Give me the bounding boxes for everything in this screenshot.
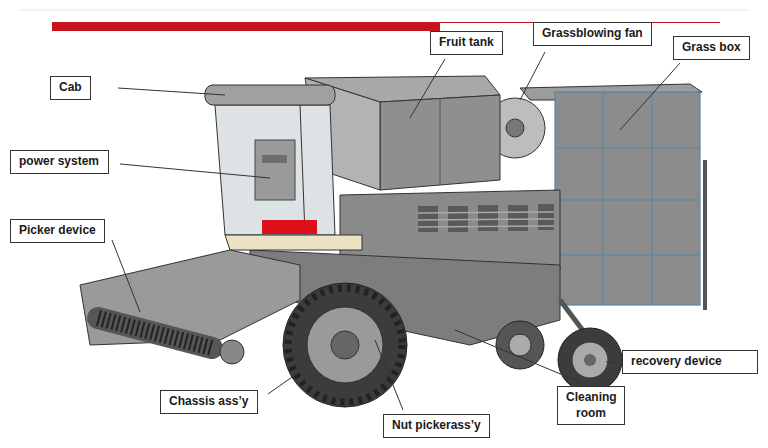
- part-label: Nut pickerass’y: [392, 418, 481, 434]
- rear-hub: [584, 354, 596, 366]
- slide-frame: [20, 10, 748, 11]
- leader-line: [606, 362, 618, 363]
- part-label: power system: [19, 154, 100, 170]
- part-label: Fruit tank: [439, 35, 494, 51]
- callout-box: Cab: [50, 76, 91, 100]
- cab-glass: [215, 105, 335, 235]
- leader-line: [268, 375, 295, 394]
- fruit-tank-front: [380, 95, 500, 190]
- vents: [418, 204, 554, 232]
- callout-box: Nut pickerass’y: [383, 414, 490, 438]
- cab-pillar: [300, 105, 305, 235]
- callout-box: Cleaning room: [557, 386, 625, 425]
- leader-line: [620, 63, 680, 130]
- picker-roller: [98, 318, 212, 348]
- part-label: Grass box: [682, 40, 741, 56]
- grass-box-face: [555, 92, 700, 305]
- callout-box: Chassis ass’y: [160, 390, 258, 414]
- drive-wheel: [220, 340, 244, 364]
- leader-lines: [112, 52, 680, 410]
- front-hub: [331, 331, 359, 359]
- mid-hub: [509, 334, 531, 356]
- grass-box-grid: [555, 92, 700, 305]
- callout-box: Grassblowing fan: [533, 22, 652, 46]
- front-tyre: [283, 283, 407, 407]
- leader-line: [455, 330, 582, 383]
- part-label: recovery device: [631, 354, 749, 370]
- part-label: Grassblowing fan: [542, 26, 643, 42]
- callout-box: Grass box: [673, 36, 750, 60]
- picker-teeth: [98, 318, 212, 348]
- rear-rim: [572, 342, 608, 378]
- leader-line: [520, 52, 545, 100]
- cab-base: [225, 235, 362, 250]
- vent-slots: [418, 212, 554, 227]
- cab-floor-mat: [262, 220, 317, 234]
- rear-tyre: [558, 328, 622, 392]
- callout-box: Fruit tank: [430, 31, 503, 55]
- leader-line: [118, 88, 225, 95]
- leader-line: [120, 164, 270, 178]
- leader-line: [375, 340, 403, 410]
- callout-box: Picker device: [10, 219, 105, 243]
- tyre-tread: [288, 288, 402, 402]
- callout-box: power system: [10, 150, 109, 174]
- part-label: Picker device: [19, 223, 96, 239]
- leader-line: [112, 240, 140, 312]
- title-bar: [52, 22, 440, 31]
- callout-box: recovery device: [622, 350, 758, 374]
- fruit-tank-seam: [440, 98, 441, 185]
- engine-part: [262, 155, 287, 163]
- fan-hub: [506, 119, 524, 137]
- grass-box-post: [703, 160, 707, 310]
- engine: [255, 140, 295, 200]
- front-rim: [307, 307, 383, 383]
- mid-wheel: [496, 321, 544, 369]
- part-label: Cleaning room: [566, 390, 616, 421]
- part-label: Chassis ass’y: [169, 394, 249, 410]
- leader-line: [410, 59, 445, 118]
- part-label: Cab: [59, 80, 82, 96]
